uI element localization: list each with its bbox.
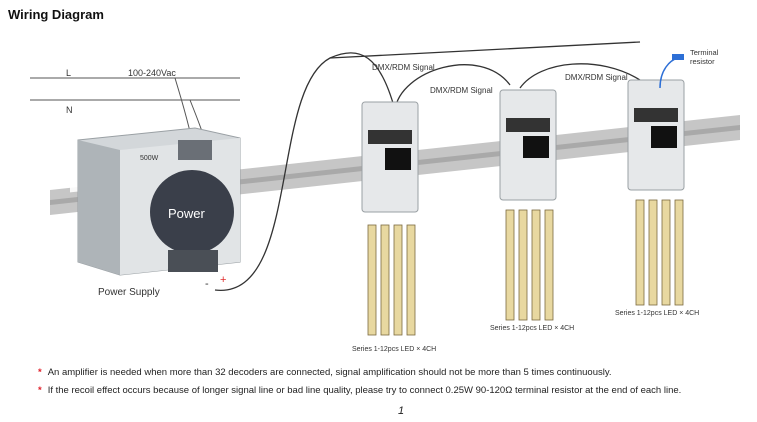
decoder-1 — [361, 101, 419, 213]
led-strip-group-1 — [367, 224, 416, 336]
led-strip-group-3 — [635, 199, 684, 306]
dmx-signal-label-3: DMX/RDM Signal — [565, 73, 628, 82]
voltage-label: 100-240Vac — [128, 68, 176, 78]
power-supply-unit — [77, 127, 241, 276]
psu-wattage-label: 500W — [140, 155, 159, 162]
note-2-text: If the recoil effect occurs because of l… — [47, 385, 682, 396]
note-1: * An amplifier is needed when more than 3… — [38, 367, 612, 378]
dmx-signal-label-2: DMX/RDM Signal — [430, 86, 493, 95]
plus-label: + — [220, 274, 227, 286]
series-label-2: Series 1-12pcs LED × 4CH — [490, 325, 575, 332]
series-label-1: Series 1-12pcs LED × 4CH — [352, 346, 437, 353]
psu-brand-label: Power — [168, 206, 205, 221]
note-1-text: An amplifier is needed when more than 32… — [47, 367, 612, 378]
decoder-2 — [499, 89, 557, 201]
ac-input-lines — [30, 77, 240, 141]
led-strip-group-2 — [505, 209, 554, 321]
line-n-label: N — [66, 105, 73, 115]
page-number: 1 — [398, 405, 405, 417]
page-title: Wiring Diagram — [8, 7, 104, 22]
series-label-3: Series 1-12pcs LED × 4CH — [615, 310, 700, 317]
terminal-resistor — [659, 54, 684, 89]
bullet-star-icon: * — [38, 367, 42, 378]
decoder-3 — [627, 79, 685, 191]
dmx-cables — [214, 41, 641, 291]
note-2: * If the recoil effect occurs because of … — [38, 385, 681, 396]
dmx-signal-label-1: DMX/RDM Signal — [372, 63, 435, 72]
terminal-resistor-label: Terminal resistor — [690, 48, 719, 66]
power-supply-label: Power Supply — [98, 287, 160, 298]
minus-label: - — [205, 278, 209, 290]
line-l-label: L — [66, 68, 72, 78]
bullet-star-icon: * — [38, 385, 42, 396]
